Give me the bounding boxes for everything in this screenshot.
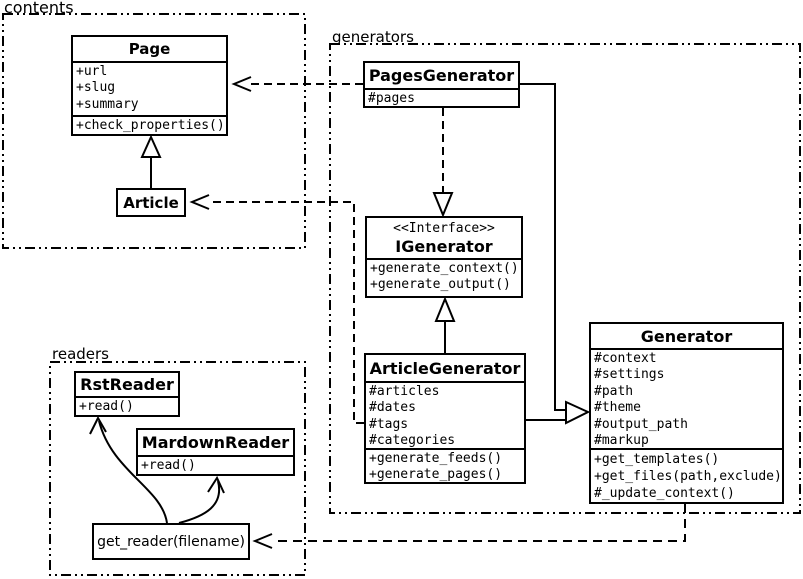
attribute: #categories [369, 433, 456, 448]
attributes-compartment: #context #settings #path #theme #output_… [591, 348, 782, 448]
attribute: +slug [76, 80, 116, 96]
methods-compartment: +get_templates() +get_files(path,exclude… [591, 448, 782, 502]
attribute: #dates [369, 400, 416, 416]
class-box-page: Page +url +slug +summary +check_properti… [71, 35, 228, 136]
class-title: Article [123, 193, 179, 212]
class-title: <<Interface>> IGenerator [367, 218, 521, 258]
methods-compartment: +generate_feeds() +generate_pages() [366, 448, 524, 482]
attribute: #output_path [594, 416, 688, 432]
inheritance-arrow-article-to-page [140, 134, 162, 188]
class-box-pagesgenerator: PagesGenerator #pages [363, 61, 520, 108]
method: +generate_output() [370, 277, 511, 293]
class-title: Page [128, 40, 171, 58]
dependency-arrow-articlegenerator-to-article [189, 194, 364, 424]
method: +get_templates() [594, 452, 720, 467]
attribute: +url [76, 64, 108, 79]
class-box-article: Article [116, 188, 186, 217]
methods-compartment: +generate_context() +generate_output() [367, 258, 521, 296]
attributes-compartment: #articles #dates #tags #categories [366, 381, 524, 448]
attribute: #path [594, 383, 634, 399]
package-border-contents [2, 13, 306, 249]
package-border-generators [329, 43, 801, 514]
stereotype: <<Interface>> [393, 221, 495, 236]
attributes-compartment: +url +slug +summary [73, 61, 226, 115]
class-box-generator: Generator #context #settings #path #them… [589, 322, 784, 504]
attribute: #theme [594, 400, 641, 416]
package-label-readers: readers [52, 345, 109, 363]
method: +generate_feeds() [369, 451, 503, 466]
method: +generate_context() [370, 261, 519, 276]
arrow-getreader-to-mardownreader [178, 475, 225, 524]
class-title-text: IGenerator [395, 237, 493, 256]
class-box-mardownreader: MardownReader +read() [136, 428, 295, 476]
attribute: #pages [368, 91, 415, 106]
package-label-contents: contents [4, 0, 74, 17]
dependency-arrow-generator-to-getreader [252, 504, 686, 549]
class-title: Generator [640, 326, 733, 346]
inheritance-arrow-articlegenerator-to-igenerator [434, 296, 456, 353]
class-box-igenerator: <<Interface>> IGenerator +generate_conte… [365, 216, 523, 298]
method: +read() [141, 458, 196, 473]
method: +read() [79, 399, 134, 414]
attributes-compartment: #pages [365, 88, 518, 106]
package-label-generators: generators [332, 28, 414, 46]
attribute: #context [594, 351, 657, 366]
class-box-rstreader: RstReader +read() [74, 371, 180, 417]
attribute: #markup [594, 433, 649, 448]
attribute: #settings [594, 367, 665, 383]
method: +check_properties() [76, 118, 225, 133]
class-title: MardownReader [141, 433, 290, 452]
methods-compartment: +read() [138, 455, 293, 474]
realization-arrow-pagesgenerator-to-igenerator [432, 108, 454, 218]
methods-compartment: +check_properties() [73, 115, 226, 134]
method: #_update_context() [594, 486, 735, 501]
methods-compartment: +read() [76, 396, 178, 415]
dependency-arrow-pagesgenerator-to-page [231, 76, 363, 92]
attribute: #articles [369, 384, 440, 399]
arrow-getreader-to-rstreader [89, 415, 168, 524]
method: +get_files(path,exclude) [594, 469, 782, 484]
inheritance-arrow-articlegenerator-to-generator [526, 400, 591, 425]
function-label: get_reader(filename) [97, 533, 245, 550]
function-box-get-reader: get_reader(filename) [92, 523, 250, 560]
class-title: RstReader [80, 375, 174, 394]
attribute: #tags [369, 416, 409, 432]
class-title: ArticleGenerator [369, 358, 521, 378]
method: +generate_pages() [369, 467, 503, 482]
attribute: +summary [76, 96, 139, 112]
class-title: PagesGenerator [368, 66, 515, 85]
inheritance-arrow-pagesgenerator-to-generator [520, 83, 566, 411]
class-box-articlegenerator: ArticleGenerator #articles #dates #tags … [364, 353, 526, 484]
